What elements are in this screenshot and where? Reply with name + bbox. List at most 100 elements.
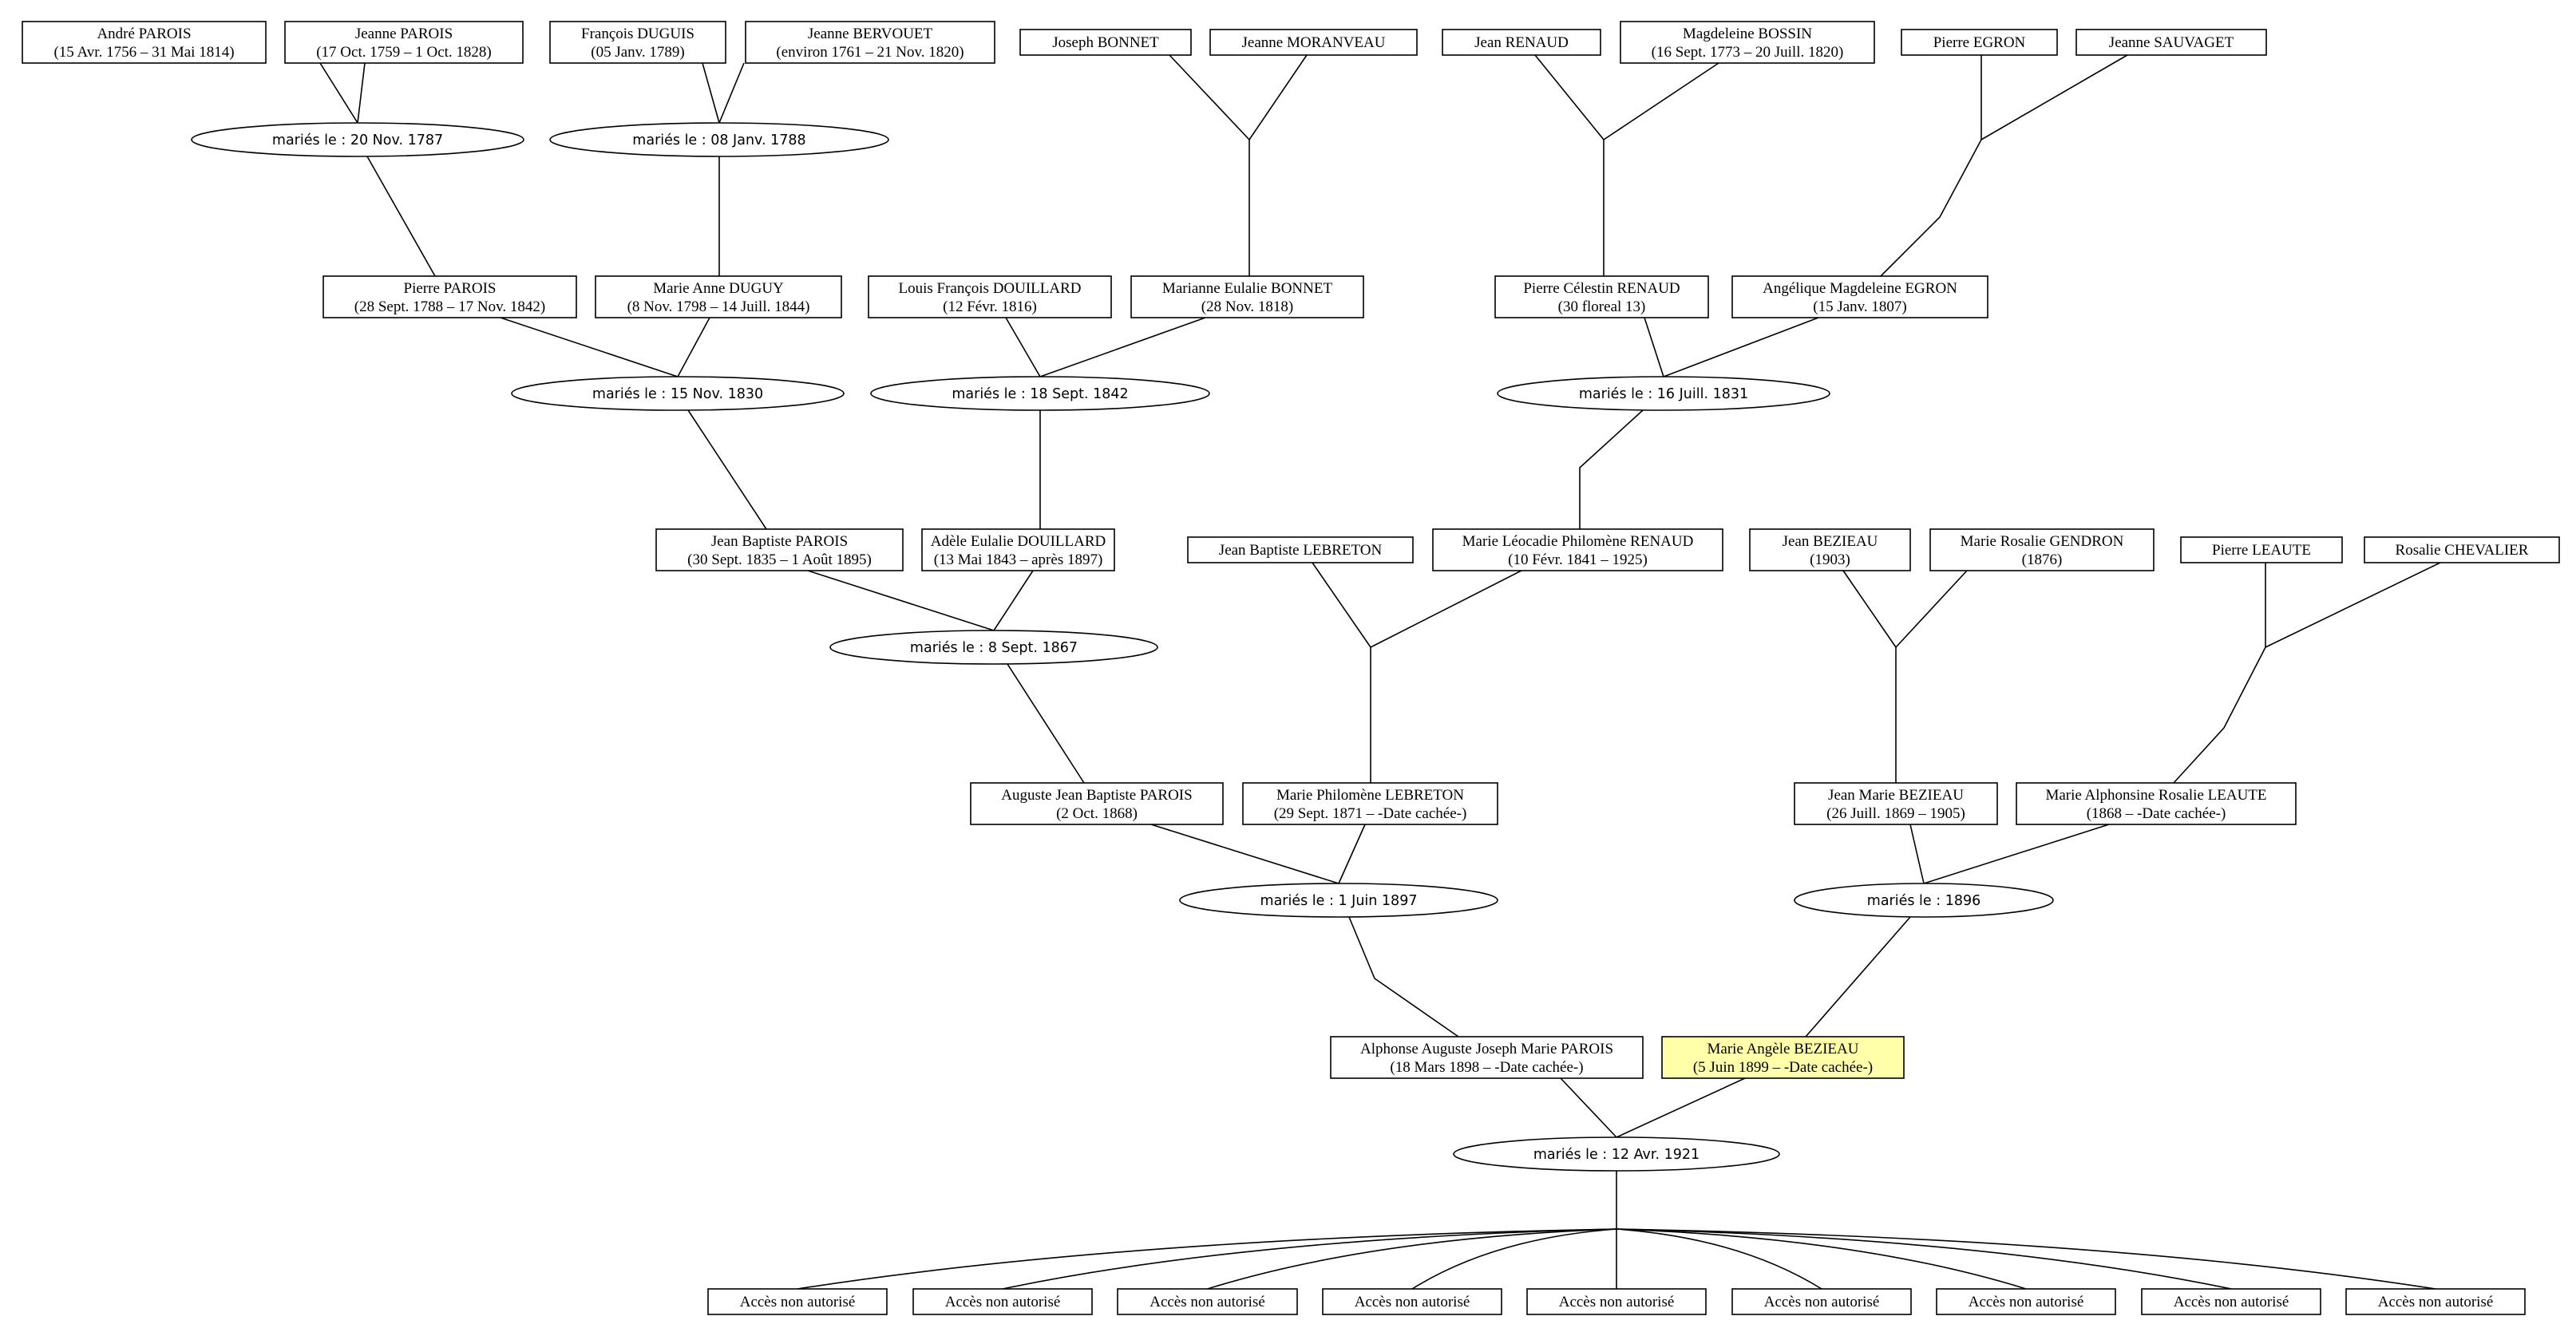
restricted-child-node[interactable]: Accès non autorisé: [707, 1288, 888, 1315]
marriage-node[interactable]: mariés le : 1896: [1794, 883, 2054, 918]
person-dates: (13 Mai 1843 – après 1897): [934, 551, 1103, 568]
marriage-oval: [1497, 376, 1830, 411]
marriage-date-label: mariés le : 1 Juin 1897: [1260, 893, 1418, 909]
parent-child-line: [1616, 1228, 2436, 1290]
marriage-oval: [1794, 883, 2054, 918]
marriage-date-label: mariés le : 18 Sept. 1842: [952, 386, 1128, 402]
partner-link-line: [1338, 824, 1366, 884]
parent-child-line: [1007, 663, 1085, 784]
restricted-child-node[interactable]: Accès non autorisé: [912, 1288, 1093, 1315]
person-node[interactable]: Joseph BONNET: [1019, 29, 1192, 56]
restricted-child-node[interactable]: Accès non autorisé: [1117, 1288, 1298, 1315]
marriage-node[interactable]: mariés le : 8 Sept. 1867: [829, 630, 1158, 665]
person-name: Auguste Jean Baptiste PAROIS: [1001, 787, 1192, 804]
person-node[interactable]: Marie Rosalie GENDRON(1876): [1929, 528, 2155, 571]
person-node[interactable]: Auguste Jean Baptiste PAROIS(2 Oct. 1868…: [970, 782, 1224, 825]
person-name: Louis François DOUILLARD: [898, 280, 1081, 297]
person-box: [2141, 1288, 2321, 1315]
person-name: Jeanne PAROIS: [355, 26, 453, 42]
person-node[interactable]: Adèle Eulalie DOUILLARD(13 Mai 1843 – ap…: [921, 528, 1115, 571]
partner-link-line: [1039, 317, 1206, 377]
person-name: Marie Rosalie GENDRON: [1961, 533, 2124, 550]
partner-link-line: [1370, 570, 1522, 648]
person-name: Jean RENAUD: [1474, 34, 1569, 51]
selected-person-box: [1661, 1036, 1905, 1079]
person-box: [2016, 782, 2297, 825]
marriage-node[interactable]: mariés le : 20 Nov. 1787: [191, 122, 524, 157]
person-node[interactable]: Jean Baptiste PAROIS(30 Sept. 1835 – 1 A…: [655, 528, 904, 571]
person-name: Accès non autorisé: [1559, 1294, 1675, 1310]
person-node[interactable]: Pierre PAROIS(28 Sept. 1788 – 17 Nov. 18…: [322, 275, 577, 318]
person-name: Accès non autorisé: [2174, 1294, 2289, 1310]
person-node[interactable]: Marie Alphonsine Rosalie LEAUTE(1868 – -…: [2016, 782, 2297, 825]
restricted-child-node[interactable]: Accès non autorisé: [1936, 1288, 2116, 1315]
person-box: [745, 21, 995, 64]
marriage-date-label: mariés le : 20 Nov. 1787: [272, 132, 443, 148]
person-box: [1901, 29, 2058, 56]
restricted-child-node[interactable]: Accès non autorisé: [1526, 1288, 1707, 1315]
marriage-node[interactable]: mariés le : 1 Juin 1897: [1179, 883, 1498, 918]
person-dates: (30 Sept. 1835 – 1 Août 1895): [687, 551, 872, 568]
person-node[interactable]: Pierre EGRON: [1901, 29, 2058, 56]
person-node[interactable]: Pierre Célestin RENAUD(30 floreal 13): [1494, 275, 1709, 318]
partner-link-line: [2265, 562, 2441, 648]
partner-link-line: [1663, 317, 1819, 377]
partner-link-line: [1616, 1077, 1746, 1138]
partner-link-line: [1169, 54, 1250, 140]
person-name: Accès non autorisé: [2378, 1294, 2494, 1310]
marriage-node[interactable]: mariés le : 12 Avr. 1921: [1453, 1136, 1780, 1172]
marriage-oval: [549, 122, 889, 157]
person-box: [284, 21, 524, 64]
person-node[interactable]: Jeanne SAUVAGET: [2075, 29, 2267, 56]
person-box: [549, 21, 726, 64]
person-node[interactable]: Jeanne PAROIS(17 Oct. 1759 – 1 Oct. 1828…: [284, 21, 524, 64]
marriage-node[interactable]: mariés le : 16 Juill. 1831: [1497, 376, 1830, 411]
person-node[interactable]: Pierre LEAUTE: [2180, 536, 2343, 563]
partner-link-line: [1560, 1077, 1617, 1138]
marriage-date-label: mariés le : 08 Janv. 1788: [632, 132, 805, 148]
partner-link-line: [1603, 62, 1719, 140]
restricted-child-node[interactable]: Accès non autorisé: [1322, 1288, 1502, 1315]
parent-child-line: [1616, 1228, 1822, 1290]
partner-link-line: [1534, 54, 1605, 140]
person-box: [1130, 275, 1364, 318]
marriage-node[interactable]: mariés le : 08 Janv. 1788: [549, 122, 889, 157]
person-box: [707, 1288, 888, 1315]
person-node[interactable]: François DUGUIS(05 Janv. 1789): [549, 21, 726, 64]
person-node[interactable]: Jean Baptiste LEBRETON: [1187, 536, 1414, 563]
person-node[interactable]: Marie Angèle BEZIEAU(5 Juin 1899 – -Date…: [1661, 1036, 1905, 1079]
restricted-child-node[interactable]: Accès non autorisé: [2345, 1288, 2526, 1315]
person-box: [1322, 1288, 1502, 1315]
marriage-date-label: mariés le : 12 Avr. 1921: [1533, 1147, 1700, 1163]
person-node[interactable]: André PAROIS(15 Avr. 1756 – 31 Mai 1814): [22, 21, 267, 64]
person-name: André PAROIS: [97, 26, 191, 42]
parent-child-line: [1616, 1228, 2027, 1290]
person-node[interactable]: Jean RENAUD: [1442, 29, 1601, 56]
person-node[interactable]: Marianne Eulalie BONNET(28 Nov. 1818): [1130, 275, 1364, 318]
person-node[interactable]: Louis François DOUILLARD(12 Févr. 1816): [868, 275, 1112, 318]
restricted-child-node[interactable]: Accès non autorisé: [1731, 1288, 1912, 1315]
person-name: Accès non autorisé: [945, 1294, 1061, 1310]
parent-child-line: [1579, 409, 1644, 529]
marriage-node[interactable]: mariés le : 15 Nov. 1830: [511, 376, 845, 411]
person-dates: (environ 1761 – 21 Nov. 1820): [776, 44, 964, 61]
person-node[interactable]: Marie Anne DUGUY(8 Nov. 1798 – 14 Juill.…: [595, 275, 842, 318]
person-node[interactable]: Alphonse Auguste Joseph Marie PAROIS(18 …: [1330, 1036, 1644, 1079]
person-node[interactable]: Marie Philomène LEBRETON(29 Sept. 1871 –…: [1242, 782, 1498, 825]
person-node[interactable]: Marie Léocadie Philomène RENAUD(10 Févr.…: [1432, 528, 1723, 571]
person-node[interactable]: Jean BEZIEAU(1903): [1749, 528, 1911, 571]
person-name: Accès non autorisé: [1150, 1294, 1265, 1310]
person-name: Marie Angèle BEZIEAU: [1707, 1041, 1859, 1057]
person-node[interactable]: Rosalie CHEVALIER: [2364, 536, 2560, 563]
person-node[interactable]: Jeanne MORANVEAU: [1209, 29, 1418, 56]
person-box: [322, 275, 577, 318]
person-box: [1209, 29, 1418, 56]
person-node[interactable]: Jeanne BERVOUET(environ 1761 – 21 Nov. 1…: [745, 21, 995, 64]
marriage-node[interactable]: mariés le : 18 Sept. 1842: [870, 376, 1210, 411]
person-node[interactable]: Magdeleine BOSSIN(16 Sept. 1773 – 20 Jui…: [1620, 21, 1875, 64]
restricted-child-node[interactable]: Accès non autorisé: [2141, 1288, 2321, 1315]
partner-link-line: [1248, 54, 1308, 140]
person-node[interactable]: Angélique Magdeleine EGRON(15 Janv. 1807…: [1731, 275, 1988, 318]
person-node[interactable]: Jean Marie BEZIEAU(26 Juill. 1869 – 1905…: [1794, 782, 1998, 825]
